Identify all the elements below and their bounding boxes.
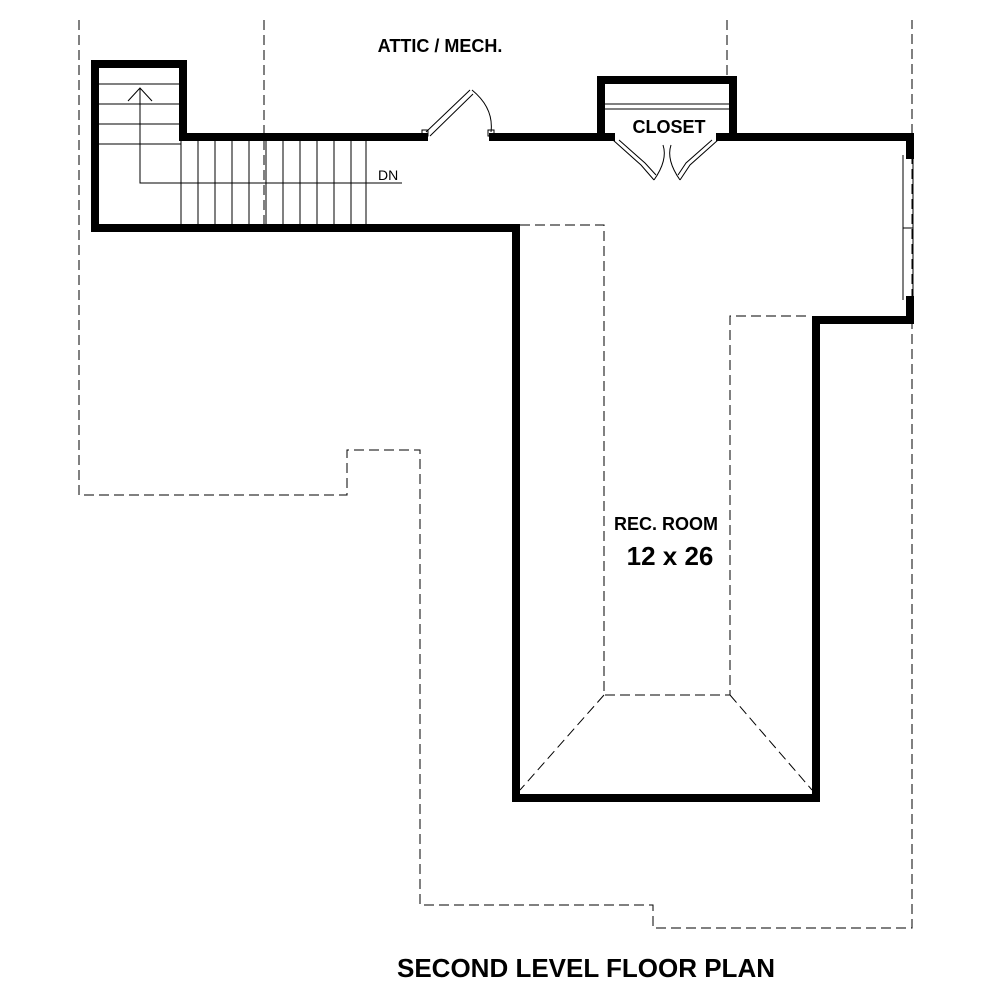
stairs (99, 83, 367, 224)
rec-room-label: REC. ROOM (614, 514, 718, 534)
attic-label: ATTIC / MECH. (378, 36, 503, 56)
roof-outline-dashed (78, 20, 913, 929)
closet-doors (605, 103, 729, 181)
window (902, 155, 914, 300)
closet-label: CLOSET (632, 117, 705, 137)
attic-door (421, 89, 495, 137)
rec-room-size: 12 x 26 (627, 541, 714, 571)
stair-arrow (127, 87, 402, 184)
walls (91, 60, 914, 802)
stair-direction-label: DN (378, 167, 398, 183)
plan-title: SECOND LEVEL FLOOR PLAN (397, 953, 775, 983)
